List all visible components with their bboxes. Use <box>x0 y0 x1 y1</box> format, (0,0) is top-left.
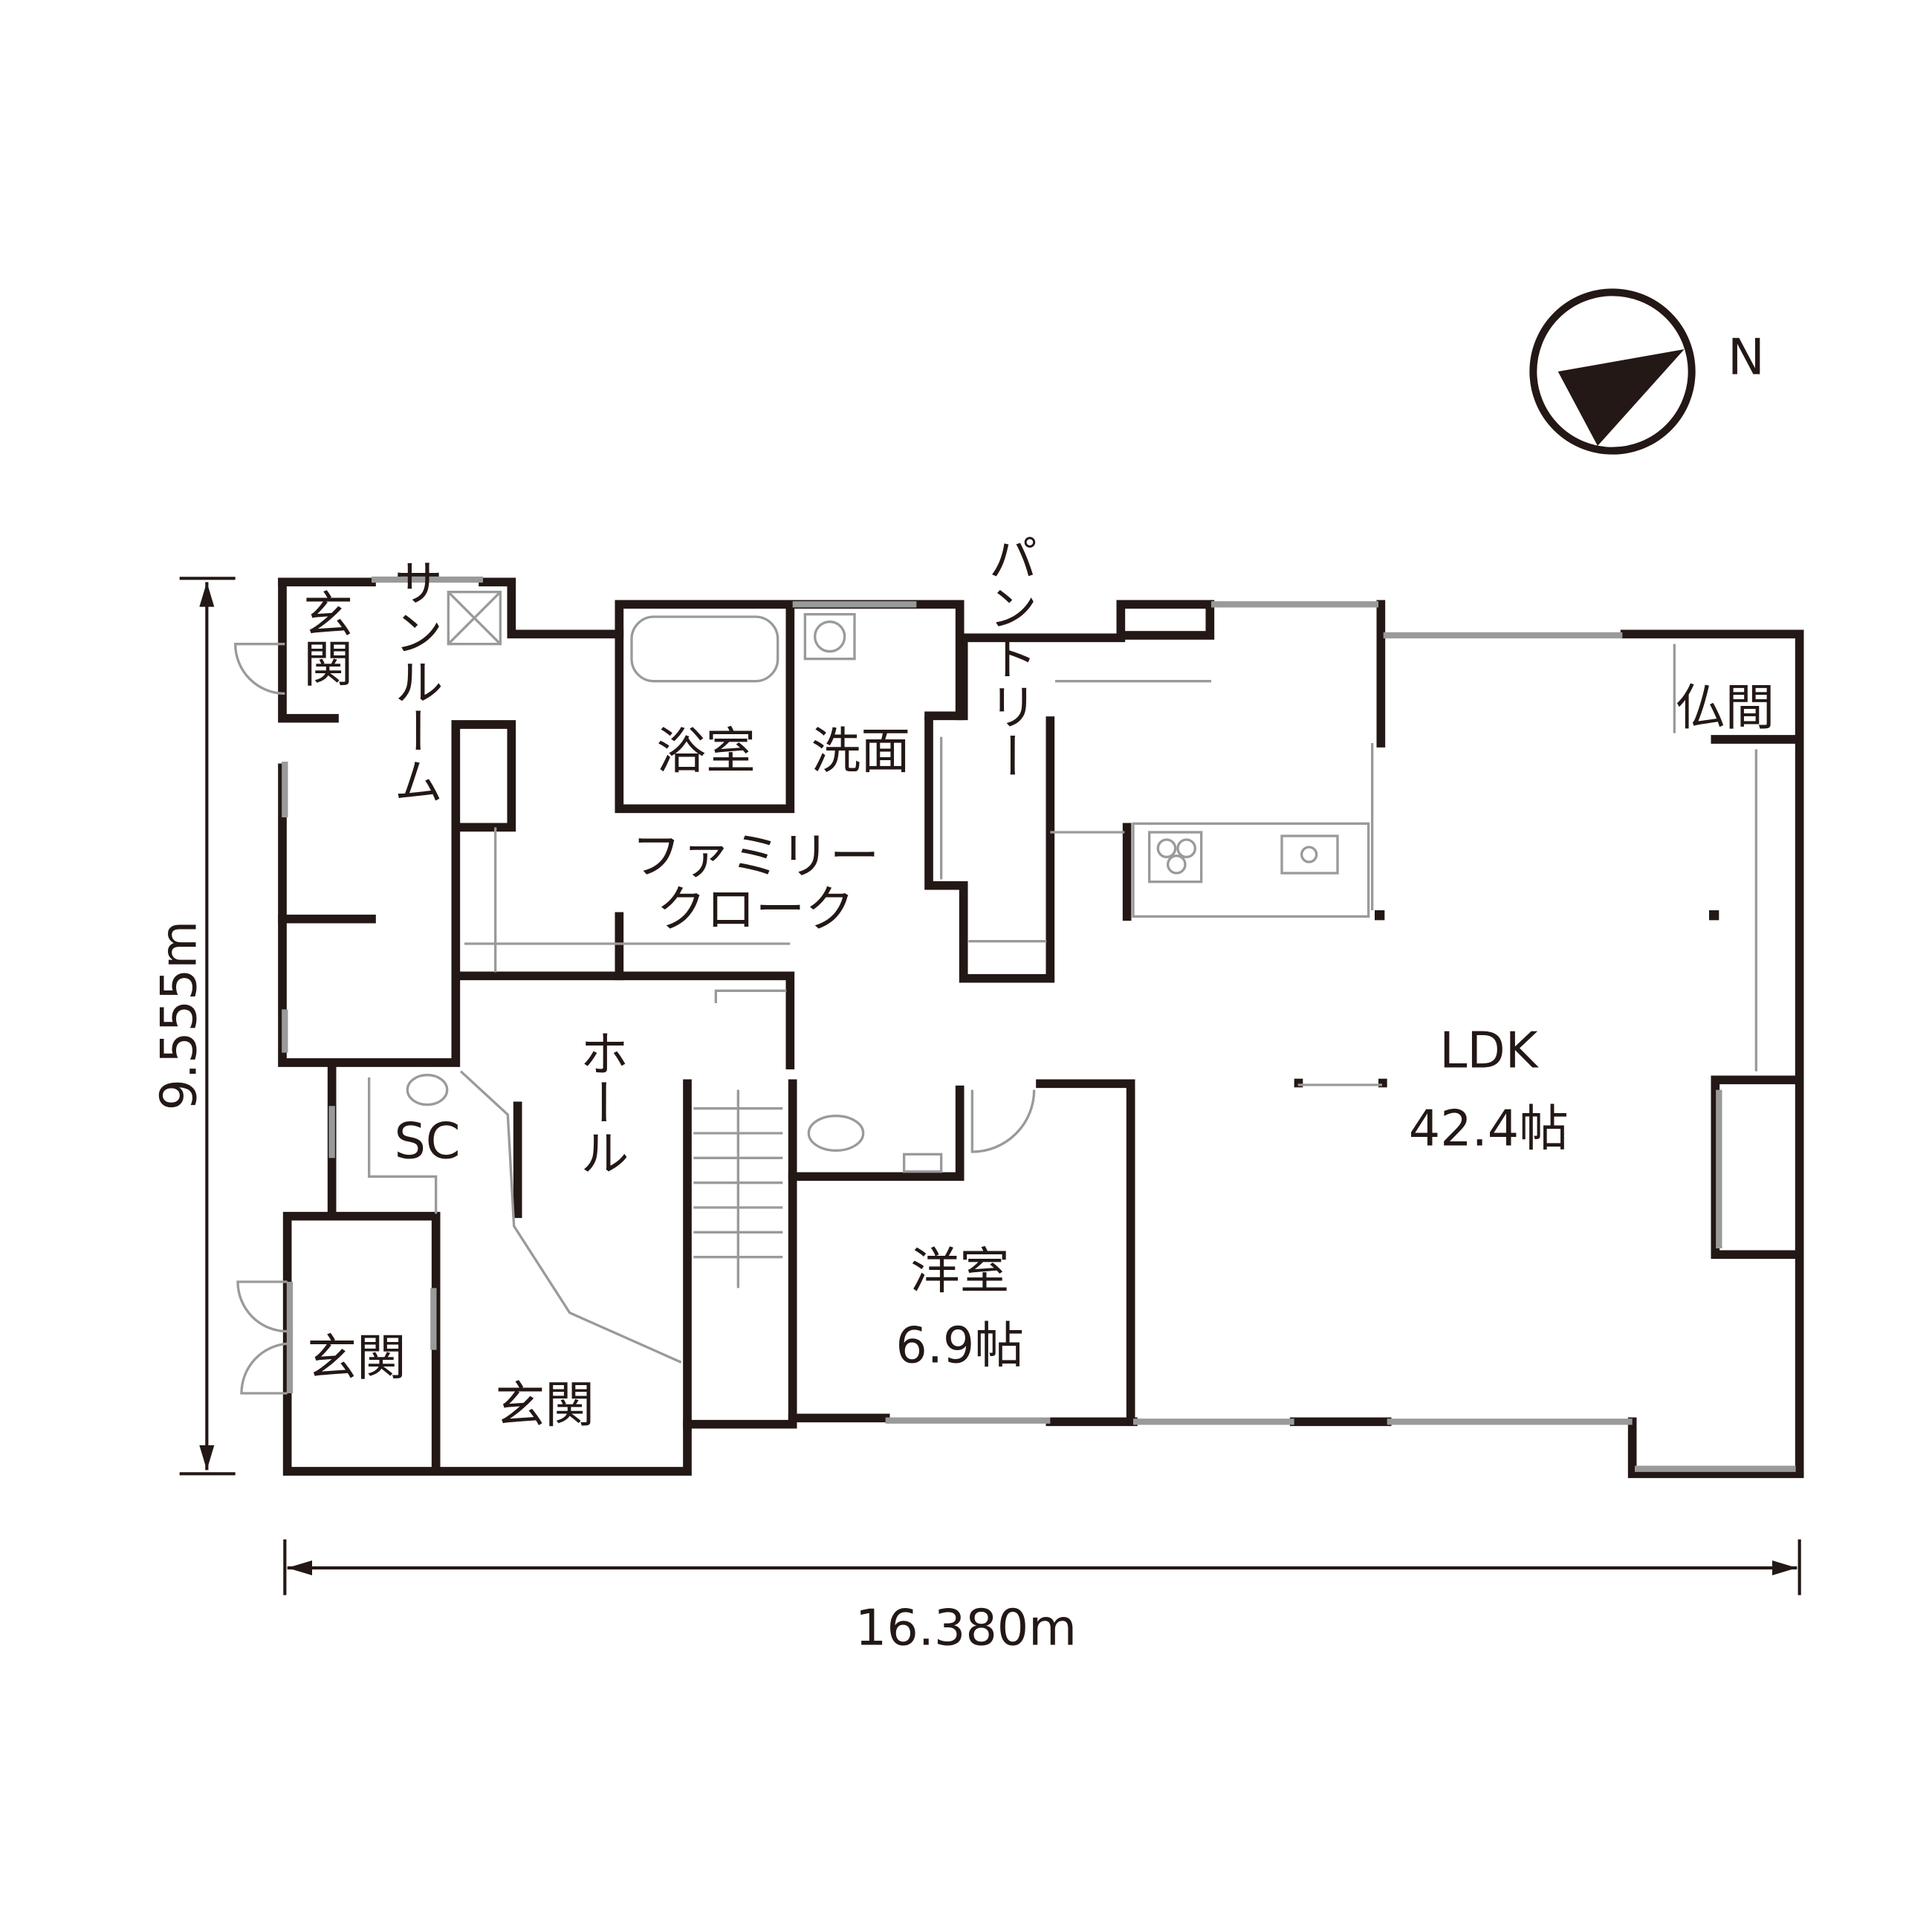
room-label-western-room: 洋室 <box>910 1242 1009 1300</box>
room-label-sc: SC <box>395 1112 461 1170</box>
room-label-family-cloak-1: ファミリー <box>632 827 879 885</box>
room-label-ldk: LDK <box>1439 1022 1539 1080</box>
room-label-genkan-main: 玄関 <box>496 1375 594 1433</box>
room-label-genkan-left: 玄関 <box>307 1329 406 1387</box>
room-label-bathroom: 浴室 <box>656 722 755 779</box>
room-label-washroom: 洗面 <box>811 722 910 779</box>
room-label-genkan-top: 玄関 <box>296 589 354 687</box>
depth-dimension-label: 9.555m <box>149 921 207 1111</box>
room-size-western-room: 6.9帖 <box>895 1316 1024 1374</box>
room-label-family-cloak-2: クローク <box>656 881 855 939</box>
room-label-pantry: パントリー <box>980 533 1038 780</box>
room-label-hall: ホール <box>571 1028 629 1176</box>
room-size-ldk: 42.4帖 <box>1409 1100 1569 1158</box>
room-label-butsuma: 仏間 <box>1676 678 1774 736</box>
walls <box>278 577 1804 1479</box>
width-dimension-line <box>283 1539 1801 1595</box>
north-compass-icon <box>1529 288 1696 455</box>
room-label-sunroom: サンルーム <box>386 557 444 805</box>
depth-dimension-line <box>179 577 236 1476</box>
north-label: N <box>1728 328 1765 386</box>
width-dimension-label: 16.380m <box>855 1598 1077 1656</box>
windows-and-fixtures <box>233 576 1796 1472</box>
